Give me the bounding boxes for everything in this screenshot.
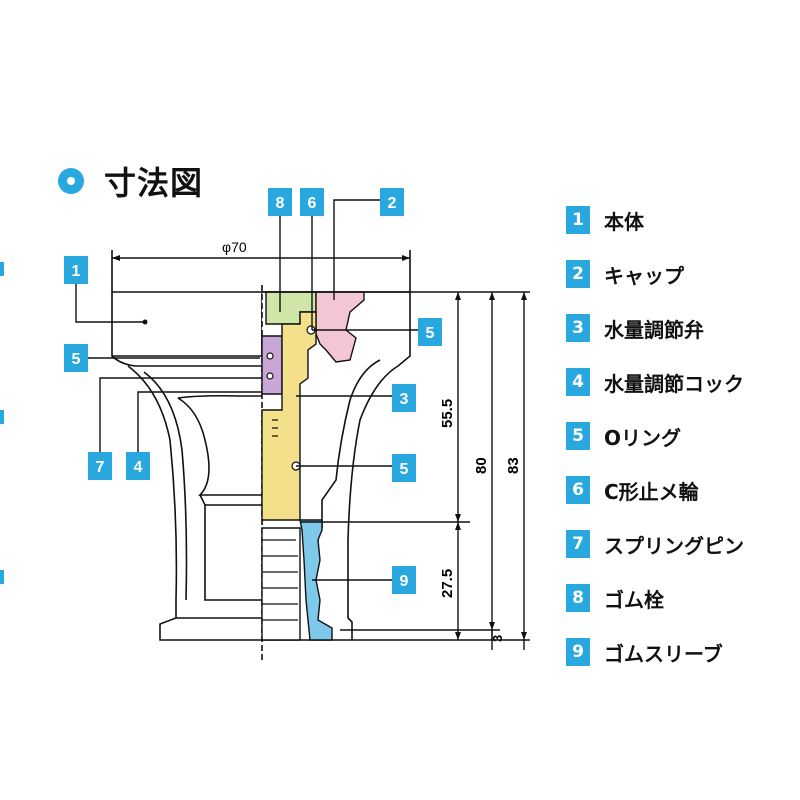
callout-5 xyxy=(392,454,416,482)
callout-3 xyxy=(392,384,416,412)
callout-9-label: 9 xyxy=(400,573,409,590)
body-outline-inner xyxy=(143,371,188,601)
legend-label: 本体 xyxy=(604,209,644,234)
callout-2-label: 2 xyxy=(388,195,397,212)
legend-label: 水量調節弁 xyxy=(604,317,704,342)
callout-6 xyxy=(300,188,324,216)
cross-section-drawing: φ70 55.5 80 83 27.5 3 1 5 7 4 8 6 2 5 3 … xyxy=(64,188,530,660)
legend-number: 6 xyxy=(566,476,590,504)
callout-8 xyxy=(268,188,292,216)
legend-item: 8 ゴム栓 xyxy=(566,571,744,625)
bullet-icon xyxy=(58,168,84,194)
valve xyxy=(261,311,317,521)
callout-9 xyxy=(392,566,416,594)
legend-number: 4 xyxy=(566,368,590,396)
legend-item: 6 C形止メ輪 xyxy=(566,463,744,517)
title-text: 寸法図 xyxy=(104,164,204,202)
legend-item: 1 本体 xyxy=(566,193,744,247)
callout-8-label: 8 xyxy=(276,195,285,212)
legend-label: ゴムスリーブ xyxy=(604,641,723,666)
callout-5-label: 5 xyxy=(72,351,81,368)
callout-6-label: 6 xyxy=(308,195,317,212)
parts-legend: 1 本体 2 キャップ 3 水量調節弁 4 水量調節コック 5 Oリング 6 C… xyxy=(566,193,744,679)
legend-item: 3 水量調節弁 xyxy=(566,301,744,355)
legend-number: 7 xyxy=(566,530,590,558)
dimension-label-27-5: 27.5 xyxy=(439,569,456,598)
legend-label: 水量調節コック xyxy=(604,371,744,396)
callout-5 xyxy=(64,344,88,372)
legend-item: 2 キャップ xyxy=(566,247,744,301)
callout-2 xyxy=(380,188,404,216)
legend-number: 9 xyxy=(566,638,590,666)
legend-label: スプリングピン xyxy=(604,533,744,558)
callout-4 xyxy=(126,452,150,480)
legend-number: 5 xyxy=(566,422,590,450)
legend-number: 1 xyxy=(566,206,590,234)
legend-label: キャップ xyxy=(604,263,684,288)
legend-number: 2 xyxy=(566,260,590,288)
edge-mark xyxy=(0,410,4,424)
body-outline xyxy=(127,365,262,641)
callout-5 xyxy=(418,318,442,346)
dimension-label-83: 83 xyxy=(505,457,522,474)
dimension-label-80: 80 xyxy=(473,457,490,474)
dimension-label-3: 3 xyxy=(490,635,505,642)
callout-1 xyxy=(64,256,88,284)
legend-item: 5 Oリング xyxy=(566,409,744,463)
legend-item: 7 スプリングピン xyxy=(566,517,744,571)
legend-label: C形止メ輪 xyxy=(604,479,699,504)
sleeve-seat xyxy=(261,527,301,641)
cock xyxy=(261,335,283,395)
cap xyxy=(315,291,365,363)
legend-number: 8 xyxy=(566,584,590,612)
legend-item: 9 ゴムスリーブ xyxy=(566,625,744,679)
callout-4-label: 4 xyxy=(134,459,143,476)
callout-5-label: 5 xyxy=(400,461,409,478)
legend-item: 4 水量調節コック xyxy=(566,355,744,409)
diagram-title: 寸法図 xyxy=(58,158,203,204)
legend-label: Oリング xyxy=(604,425,682,450)
edge-mark xyxy=(0,262,4,276)
callout-3-label: 3 xyxy=(400,391,409,408)
callout-5-label: 5 xyxy=(426,325,435,342)
edge-mark xyxy=(0,570,4,584)
callout-7-label: 7 xyxy=(96,459,105,476)
legend-number: 3 xyxy=(566,314,590,342)
dimension-label-55-5: 55.5 xyxy=(439,399,456,428)
callout-1-label: 1 xyxy=(72,263,81,280)
dimension-label-diameter: φ70 xyxy=(222,239,247,255)
legend-label: ゴム栓 xyxy=(604,587,664,612)
callout-7 xyxy=(88,452,112,480)
body-top-left xyxy=(111,291,263,357)
